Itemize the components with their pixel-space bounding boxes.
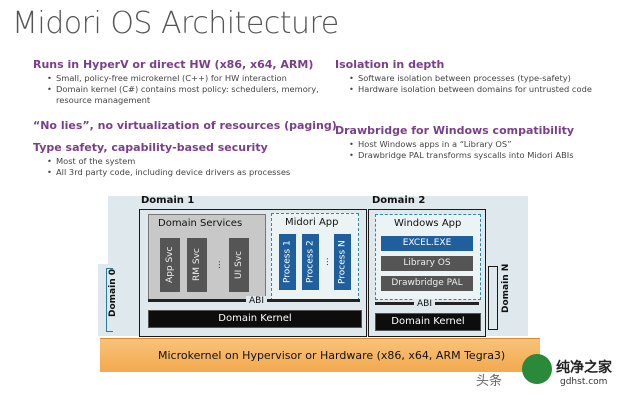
abi-label-domain2: ABI	[414, 299, 435, 309]
bullet: Domain kernel (C#) contains most policy:…	[45, 84, 325, 106]
watermark-brand: 纯净之家	[556, 360, 612, 376]
domain-kernel-domain2: Domain Kernel	[375, 313, 481, 331]
bullet: Small, policy-free microkernel (C++) for…	[45, 73, 325, 84]
domain2-box	[368, 209, 486, 337]
watermark-url: gdhst.com	[560, 377, 608, 387]
watermark-toutiao: 头条	[476, 374, 503, 389]
service-app-svc: App Svc	[160, 238, 180, 292]
section-heading-runs-in: Runs in HyperV or direct HW (x86, x64, A…	[33, 58, 314, 71]
page-title: Midori OS Architecture	[12, 6, 339, 41]
bullet: Hardware isolation between domains for u…	[347, 84, 617, 95]
abi-label-domain1: ABI	[246, 296, 267, 306]
service-ui-svc: UI Svc	[229, 238, 249, 292]
bullet: Software isolation between processes (ty…	[347, 73, 617, 84]
domain1-label: Domain 1	[141, 195, 195, 206]
windows-app-label: Windows App	[394, 218, 462, 229]
domain-kernel-domain1: Domain Kernel	[148, 310, 362, 328]
type-safety-bullets: Most of the system All 3rd party code, i…	[45, 156, 335, 178]
bullet: Most of the system	[45, 156, 335, 167]
process-2: Process 2	[302, 234, 319, 290]
process-ellipsis: ...	[321, 257, 331, 267]
domain2-label: Domain 2	[372, 195, 426, 206]
process-1: Process 1	[279, 234, 296, 290]
process-n: Process N	[334, 234, 351, 290]
service-ellipsis: ...	[213, 260, 223, 270]
domain0-bracket	[106, 268, 113, 332]
section-heading-no-lies: “No lies”, no virtualization of resource…	[33, 119, 337, 132]
section-heading-drawbridge: Drawbridge for Windows compatibility	[335, 124, 575, 137]
drawbridge-bullets: Host Windows apps in a “Library OS” Draw…	[347, 139, 632, 161]
bullet: Host Windows apps in a “Library OS”	[347, 139, 632, 150]
microkernel-bar: Microkernel on Hypervisor or Hardware (x…	[100, 338, 540, 372]
bullet: Drawbridge PAL transforms syscalls into …	[347, 150, 632, 161]
library-os-box: Library OS	[381, 256, 473, 271]
domain0-label: Domain 0	[108, 269, 118, 317]
domain-services-label: Domain Services	[158, 218, 243, 229]
excel-exe-box: EXCEL.EXE	[381, 236, 473, 251]
section-heading-isolation: Isolation in depth	[335, 58, 445, 71]
drawbridge-pal-box: Drawbridge PAL	[381, 276, 473, 291]
domainN-box	[488, 266, 498, 330]
bullet: All 3rd party code, including device dri…	[45, 167, 335, 178]
runs-in-bullets: Small, policy-free microkernel (C++) for…	[45, 73, 325, 106]
midori-app-label: Midori App	[285, 217, 339, 228]
isolation-bullets: Software isolation between processes (ty…	[347, 73, 617, 95]
domain1-box	[139, 209, 367, 337]
domainN-label: Domain N	[501, 263, 511, 313]
watermark-logo	[522, 354, 552, 384]
service-rm-svc: RM Svc	[187, 238, 207, 292]
section-heading-type-safety: Type safety, capability-based security	[33, 141, 268, 154]
